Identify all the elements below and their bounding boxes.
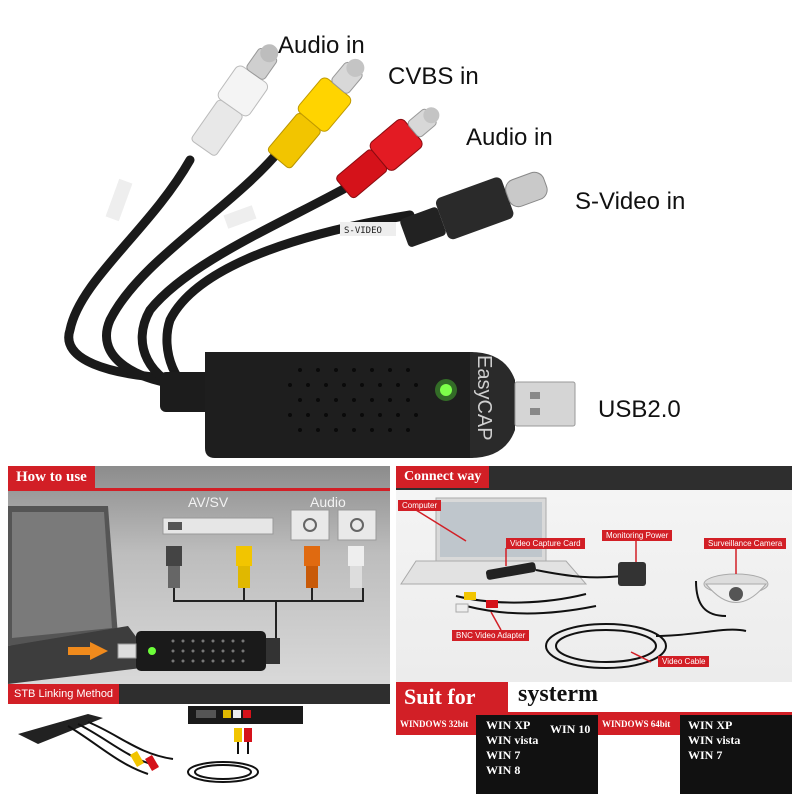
win10-item: WIN 10 xyxy=(550,722,591,736)
connect-way-diagram xyxy=(400,497,769,669)
stb-panel: STB Linking Method xyxy=(8,684,390,794)
cable-white xyxy=(64,155,195,383)
svideo-tag-text: S-VIDEO xyxy=(344,226,382,236)
callout-usb: USB2.0 xyxy=(598,396,681,423)
red-rca-connector xyxy=(336,107,440,199)
yellow-rca-connector xyxy=(267,58,365,169)
audio-label: Audio xyxy=(310,494,346,510)
how-to-use-title: How to use xyxy=(8,466,95,488)
win32-label: WINDOWS 32bit xyxy=(400,719,469,729)
stb-diagram xyxy=(18,706,303,783)
av-sv-label: AV/SV xyxy=(188,494,229,510)
how-to-use-diagram xyxy=(8,506,377,684)
connect-way-title: Connect way xyxy=(396,466,490,488)
win64-list-box xyxy=(680,715,792,794)
label-video-cable: Video Cable xyxy=(658,656,710,667)
svideo-connector xyxy=(400,171,548,247)
win32-item-2: WIN 7 xyxy=(486,748,521,762)
win64-item-2: WIN 7 xyxy=(688,748,723,762)
systerm-title: systerm xyxy=(518,682,598,707)
stb-title: STB Linking Method xyxy=(8,684,120,704)
easycap-device: EasyCAP xyxy=(160,352,576,458)
connect-way-panel: Connect way xyxy=(396,466,792,682)
suit-for-panel: Suit for systerm WINDOWS 32bit WIN XP WI… xyxy=(396,682,792,794)
win32-item-1: WIN vista xyxy=(486,733,539,747)
win32-item-3: WIN 8 xyxy=(486,763,521,777)
arrow-icon xyxy=(68,642,108,660)
label-video-capture-card: Video Capture Card xyxy=(506,538,585,549)
win64-item-0: WIN XP xyxy=(688,718,733,732)
cable-yellow xyxy=(102,145,285,390)
win32-list-box xyxy=(476,715,546,794)
white-rca-connector xyxy=(191,44,279,156)
label-computer: Computer xyxy=(398,500,442,511)
callout-audio-in-1: Audio in xyxy=(278,32,365,59)
device-brand-text: EasyCAP xyxy=(473,355,495,441)
how-to-use-panel: How to use AV/SV Audio xyxy=(8,466,390,684)
product-photo: S-VIDEO xyxy=(64,44,576,458)
win64-item-1: WIN vista xyxy=(688,733,741,747)
win32-item-0: WIN XP xyxy=(486,718,531,732)
callout-cvbs-in: CVBS in xyxy=(388,63,479,90)
win64-label: WINDOWS 64bit xyxy=(602,719,671,729)
callout-audio-in-2: Audio in xyxy=(466,124,553,151)
label-bnc-adapter: BNC Video Adapter xyxy=(452,630,530,641)
suit-for-title: Suit for xyxy=(396,682,508,712)
callout-s-video-in: S-Video in xyxy=(575,188,686,215)
cable-red xyxy=(137,175,365,397)
usb-plug xyxy=(514,381,576,427)
label-monitoring-power: Monitoring Power xyxy=(602,530,673,541)
label-surveillance-camera: Surveillance Camera xyxy=(704,538,787,549)
